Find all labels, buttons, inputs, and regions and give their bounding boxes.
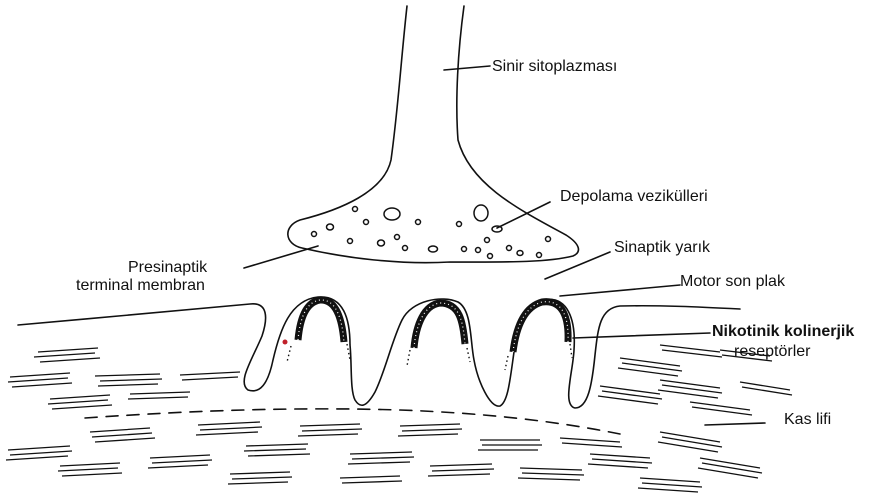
label-nikotinik-kolinerjik: Nikotinik kolinerjik: [712, 322, 854, 341]
sinaptik-yarik-leader: [545, 252, 610, 279]
muscle-fibrils: [6, 345, 792, 492]
sinir-leader: [444, 66, 490, 70]
kas-lifi-leader: [705, 423, 765, 425]
receptor-dots: [287, 344, 572, 370]
presinaptik-leader: [244, 246, 318, 268]
vesicle: [507, 246, 512, 251]
vesicle: [327, 224, 334, 230]
vesicle: [457, 222, 462, 227]
vesicle: [378, 240, 385, 246]
vesicle: [546, 237, 551, 242]
receptor-band-1: [298, 300, 344, 342]
basement-dashed-line: [85, 409, 620, 434]
vesicle: [429, 246, 438, 252]
depolama-leader: [497, 202, 550, 228]
muscle-membrane-outline: [18, 297, 740, 408]
receptor-band-3: [513, 302, 568, 352]
vesicle: [492, 226, 502, 232]
vesicle: [485, 238, 490, 243]
vesicle: [348, 239, 353, 244]
vesicle: [312, 232, 317, 237]
label-sinaptik-yarik: Sinaptik yarık: [614, 238, 710, 257]
vesicle: [488, 254, 493, 259]
nikotinik-leader: [573, 333, 710, 338]
receptor-bands: [298, 300, 568, 352]
motor-son-plak-leader: [560, 285, 680, 296]
label-motor-son-plak: Motor son plak: [680, 272, 785, 291]
vesicle: [476, 248, 481, 253]
label-terminal-membran: terminal membran: [76, 276, 205, 295]
vesicle: [395, 235, 400, 240]
vesicle: [474, 205, 488, 221]
vesicle: [416, 220, 421, 225]
vesicle: [517, 251, 523, 256]
label-reseptorler: reseptörler: [734, 342, 810, 361]
storage-vesicles: [312, 205, 551, 259]
vesicle: [384, 208, 400, 220]
receptor-band-2: [414, 303, 465, 348]
label-sinir-sitoplazmasi: Sinir sitoplazması: [492, 57, 617, 76]
label-kas-lifi: Kas lifi: [784, 410, 831, 429]
vesicle: [462, 247, 467, 252]
vesicle: [364, 220, 369, 225]
red-marker: [283, 340, 288, 345]
vesicle: [537, 253, 542, 258]
vesicle: [353, 207, 358, 212]
vesicle: [403, 246, 408, 251]
label-depolama-vezikulleri: Depolama vezikülleri: [560, 187, 708, 206]
label-presinaptik: Presinaptik: [128, 258, 207, 277]
